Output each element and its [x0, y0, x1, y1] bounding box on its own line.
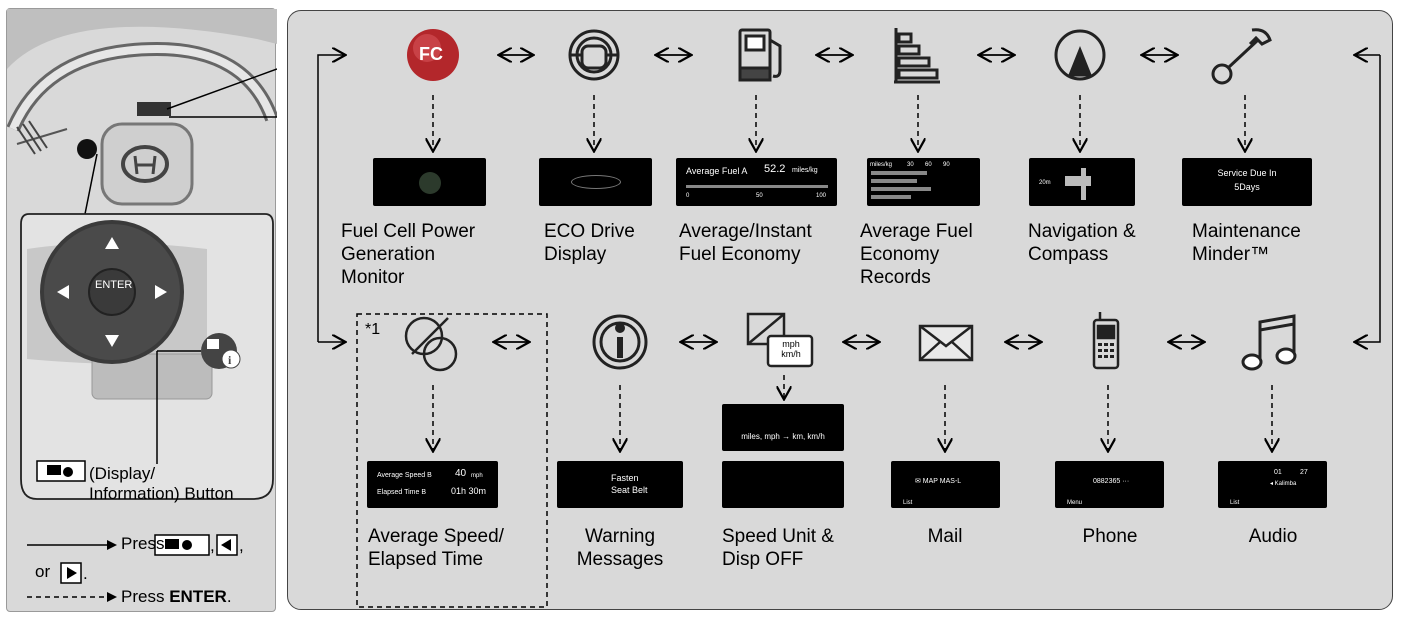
nav-distance: 20m: [1039, 180, 1051, 186]
display-off-screen: [722, 461, 844, 508]
footnote-marker: *1: [365, 321, 381, 338]
caption-maintenance: Maintenance Minder™: [1192, 221, 1301, 265]
avg-speed-unit: mph: [471, 473, 483, 479]
caption-speed-unit: Speed Unit & Disp OFF: [722, 526, 834, 570]
ave-fuel-tick-2: 100: [816, 193, 827, 199]
legend-or-label: or: [35, 562, 51, 581]
ave-fuel-label: Average Fuel A: [686, 166, 748, 176]
display-menu-panel: [287, 10, 1393, 610]
records-unit: miles/kg: [870, 162, 893, 168]
warning-screen: Fasten Seat Belt: [557, 461, 683, 508]
fc-icon-label: FC: [419, 44, 443, 64]
service-due-days: 5Days: [1234, 182, 1260, 192]
svg-text:i: i: [228, 353, 232, 367]
legend-comma: ,: [210, 536, 215, 555]
phone-number: 0882365 ···: [1093, 478, 1130, 485]
display-info-button-caption: (Display/ Information) Button: [89, 464, 234, 503]
elapsed-time-value: 01h 30m: [451, 486, 487, 496]
legend-press-enter: Press ENTER.: [121, 587, 232, 607]
mail-list-label: List: [903, 500, 913, 506]
fuel-economy-screen: Average Fuel A 52.2 miles/kg 0 50 100: [676, 158, 837, 206]
fuel-records-screen: miles/kg 30 60 90: [867, 158, 980, 206]
audio-track: 01: [1274, 469, 1282, 476]
phone-screen: 0882365 ··· Menu: [1055, 461, 1164, 508]
navigation-screen: 20m: [1029, 158, 1135, 206]
warning-line2: Seat Belt: [611, 485, 648, 495]
legend-period: .: [83, 564, 88, 583]
audio-list-label: List: [1230, 500, 1240, 506]
average-speed-screen: Average Speed B 40 mph Elapsed Time B 01…: [367, 461, 498, 508]
avg-speed-value: 40: [455, 468, 467, 479]
audio-title: ◂ Kalimba: [1270, 481, 1297, 487]
caption-fuel-economy: Average/Instant Fuel Economy: [679, 221, 812, 265]
dpad-enter-label: ENTER: [95, 279, 133, 291]
avg-speed-label: Average Speed B: [377, 472, 432, 479]
ave-fuel-tick-1: 50: [756, 193, 763, 199]
eco-drive-screen: [539, 158, 652, 206]
mail-screen: ✉ MAP MAS-L List: [891, 461, 1000, 508]
button-caption-line1: (Display/ Information) Button: [89, 464, 234, 504]
caption-navigation: Navigation & Compass: [1028, 221, 1136, 265]
caption-audio: Audio: [1248, 526, 1298, 547]
caption-average-speed: Average Speed/ Elapsed Time: [368, 526, 504, 570]
fuel-cell-screen: [373, 158, 486, 206]
mail-preview: ✉ MAP MAS-L: [915, 478, 962, 485]
legend-press-label: Press: [121, 534, 165, 553]
unit-icon-label: mph km/h: [781, 339, 801, 359]
legend-comma-2: ,: [239, 536, 244, 555]
unit-change-text: miles, mph → km, km/h: [741, 432, 825, 441]
caption-warning: Warning Messages: [576, 526, 664, 570]
phone-menu-label: Menu: [1067, 500, 1083, 506]
records-tick-30: 30: [907, 162, 914, 168]
elapsed-time-label: Elapsed Time B: [377, 489, 427, 496]
caption-fuel-records: Average Fuel Economy Records: [860, 221, 973, 288]
warning-line1: Fasten: [611, 473, 639, 483]
legend-press-enter-suffix: .: [226, 587, 232, 606]
legend-press-enter-prefix: Press: [121, 587, 170, 606]
ave-fuel-tick-0: 0: [686, 193, 690, 199]
audio-folder: 27: [1300, 469, 1308, 476]
unit-change-screen: miles, mph → km, km/h: [722, 404, 844, 451]
caption-fuel-cell: Fuel Cell Power Generation Monitor: [341, 221, 476, 288]
service-due-label: Service Due In: [1217, 168, 1277, 178]
maintenance-screen: Service Due In 5Days: [1182, 158, 1312, 206]
ave-fuel-value: 52.2: [764, 163, 786, 175]
audio-screen: 01 27 ◂ Kalimba List: [1218, 461, 1327, 508]
caption-mail: Mail: [927, 526, 963, 547]
legend-enter-key: ENTER: [169, 587, 227, 606]
steering-wheel-illustration: i: [7, 9, 277, 602]
records-tick-60: 60: [925, 162, 932, 168]
steering-wheel-panel: i ENTER (Display/ Information) Button: [6, 8, 277, 612]
records-tick-90: 90: [943, 162, 950, 168]
caption-eco-drive: ECO Drive Display: [544, 221, 635, 265]
ave-fuel-unit: miles/kg: [792, 167, 818, 174]
caption-phone: Phone: [1082, 526, 1138, 547]
